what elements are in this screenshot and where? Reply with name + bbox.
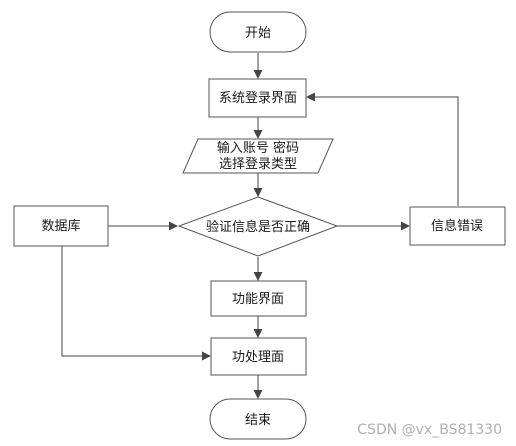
start-label: 开始 xyxy=(245,26,271,41)
start-node: 开始 xyxy=(209,11,307,53)
function-screen-node: 功能界面 xyxy=(210,280,307,317)
end-node: 结束 xyxy=(209,398,307,440)
watermark-text: CSDN @vx_BS81330 xyxy=(357,422,502,438)
decision-label: 验证信息是否正确 xyxy=(206,219,310,235)
input-label-line1: 输入账号 密码 xyxy=(217,140,299,156)
edge-database-to-process xyxy=(61,246,211,361)
edge-error-to-login xyxy=(306,92,459,206)
end-label: 结束 xyxy=(245,413,271,428)
login-screen-node: 系统登录界面 xyxy=(208,78,307,118)
process-screen-label: 功处理面 xyxy=(232,350,284,365)
decision-node: 验证信息是否正确 xyxy=(177,196,339,257)
input-label-line2: 选择登录类型 xyxy=(219,157,297,172)
input-node: 输入账号 密码 选择登录类型 xyxy=(182,138,334,174)
error-node: 信息错误 xyxy=(409,206,506,246)
function-screen-label: 功能界面 xyxy=(232,292,284,307)
database-node: 数据库 xyxy=(13,205,109,247)
database-label: 数据库 xyxy=(41,218,80,234)
error-label: 信息错误 xyxy=(431,218,483,234)
login-screen-label: 系统登录界面 xyxy=(219,91,297,106)
process-screen-node: 功处理面 xyxy=(210,337,307,376)
